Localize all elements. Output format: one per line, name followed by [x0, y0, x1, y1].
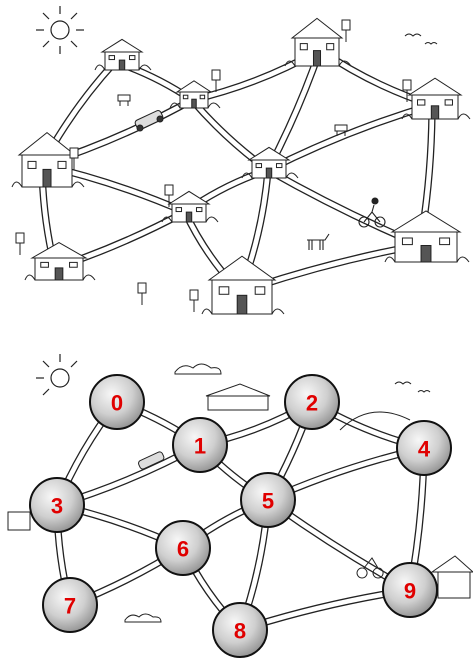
- graph-node-7: 7: [42, 577, 98, 633]
- node-label: 3: [51, 494, 63, 519]
- node-circle: [240, 472, 296, 528]
- house-icon: [384, 210, 470, 263]
- top-map: [11, 6, 471, 315]
- top-roads: [38, 46, 436, 296]
- cyclist-icon: [356, 557, 384, 579]
- house-icon: [7, 383, 473, 599]
- node-circle: [396, 420, 452, 476]
- node-label: 2: [306, 391, 318, 416]
- house-icon: [241, 146, 299, 179]
- graph-node-0: 0: [89, 374, 145, 430]
- node-circle: [382, 562, 438, 618]
- background-sketch: [7, 383, 473, 600]
- house-icon: [169, 80, 221, 109]
- top-houses: [11, 17, 471, 315]
- node-circle: [89, 374, 145, 430]
- sun-icon: [36, 6, 84, 54]
- graph-edges: [53, 398, 428, 634]
- cloud-icon: [124, 363, 222, 623]
- node-label: 4: [418, 437, 431, 462]
- house-icon: [201, 255, 285, 315]
- house-icon: [11, 131, 85, 188]
- cyclist-icon: [358, 197, 386, 228]
- node-label: 7: [64, 594, 76, 619]
- node-label: 5: [262, 489, 274, 514]
- mailbox-icon: [15, 19, 412, 312]
- sun-icon: [36, 354, 78, 396]
- road: [268, 107, 434, 174]
- graph-node-3: 3: [29, 477, 85, 533]
- bird-icon: [404, 33, 438, 45]
- cow-icon: [117, 94, 348, 136]
- graph-nodes: 0 1 2 3 4 5 6 7 8 9: [29, 374, 452, 658]
- node-label: 9: [404, 579, 416, 604]
- graph-node-5: 5: [240, 472, 296, 528]
- house-icon: [401, 77, 471, 120]
- house-icon: [161, 190, 219, 223]
- horse-icon: [308, 584, 330, 600]
- node-circle: [155, 520, 211, 576]
- node-circle: [284, 374, 340, 430]
- graph-node-2: 2: [284, 374, 340, 430]
- node-circle: [212, 602, 268, 658]
- node-label: 1: [194, 434, 206, 459]
- node-label: 8: [234, 619, 246, 644]
- road: [266, 101, 432, 168]
- car-icon: [138, 451, 165, 470]
- graph-node-4: 4: [396, 420, 452, 476]
- horse-icon: [307, 233, 330, 250]
- bird-icon: [394, 381, 431, 393]
- graph-node-9: 9: [382, 562, 438, 618]
- node-label: 0: [111, 391, 123, 416]
- graph-node-8: 8: [212, 602, 268, 658]
- node-label: 6: [177, 537, 189, 562]
- house-icon: [284, 17, 352, 67]
- node-circle: [29, 477, 85, 533]
- graph-node-6: 6: [155, 520, 211, 576]
- car-icon: [134, 110, 164, 132]
- node-circle: [42, 577, 98, 633]
- bottom-map: 0 1 2 3 4 5 6 7 8 9: [7, 354, 473, 658]
- hill-icon: [339, 411, 411, 431]
- house-icon: [94, 38, 152, 71]
- node-circle: [172, 417, 228, 473]
- house-icon: [24, 242, 96, 281]
- graph-node-1: 1: [172, 417, 228, 473]
